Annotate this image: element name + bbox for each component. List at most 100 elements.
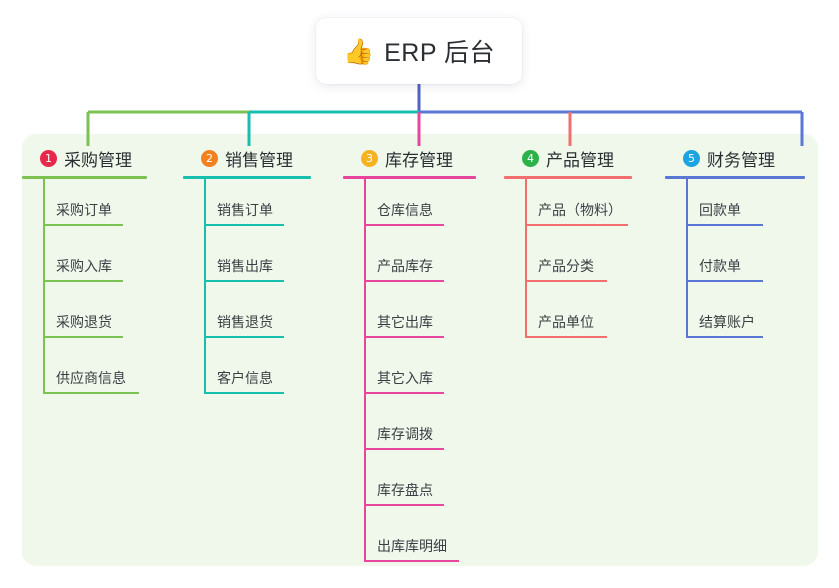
branch-item[interactable]: 产品（物料） bbox=[504, 179, 632, 235]
branch-item-rule bbox=[43, 392, 139, 394]
branch-trunk-line bbox=[686, 179, 688, 338]
branch-item-label: 产品（物料） bbox=[538, 202, 622, 218]
branch-item[interactable]: 结算账户 bbox=[665, 291, 805, 347]
branch-item-rule bbox=[525, 280, 607, 282]
branch-item-label: 产品库存 bbox=[377, 258, 433, 274]
branch-header-rule bbox=[183, 176, 311, 179]
branch-item-rule bbox=[204, 392, 284, 394]
branch-item[interactable]: 仓库信息 bbox=[343, 179, 476, 235]
branch-header-rule bbox=[504, 176, 632, 179]
branch-item-rule bbox=[525, 224, 628, 226]
branch-item-rule bbox=[204, 280, 284, 282]
branch-item-label: 销售订单 bbox=[217, 202, 273, 218]
branch-item-label: 结算账户 bbox=[699, 314, 755, 330]
branch-item-rule bbox=[43, 280, 123, 282]
branch-item-label: 出库库明细 bbox=[377, 538, 447, 554]
branch-item-list: 仓库信息产品库存其它出库其它入库库存调拨库存盘点出库库明细 bbox=[343, 179, 476, 571]
branch-number-badge: 4 bbox=[522, 149, 539, 167]
branch-item[interactable]: 采购退货 bbox=[22, 291, 147, 347]
branch-item-rule bbox=[364, 392, 444, 394]
branch-item-label: 客户信息 bbox=[217, 370, 273, 386]
branch-header-rule bbox=[665, 176, 805, 179]
branch-item-label: 产品单位 bbox=[538, 314, 594, 330]
branch-trunk-line bbox=[525, 179, 527, 338]
branch-item[interactable]: 其它出库 bbox=[343, 291, 476, 347]
branch-header-2[interactable]: 2 销售管理 bbox=[183, 146, 311, 170]
branch-number-badge: 2 bbox=[201, 149, 218, 167]
branch-item-label: 其它入库 bbox=[377, 370, 433, 386]
branch-item-rule bbox=[364, 336, 444, 338]
branch-item-rule bbox=[43, 224, 123, 226]
branch-title: 库存管理 bbox=[385, 150, 453, 170]
branch-item[interactable]: 库存盘点 bbox=[343, 459, 476, 515]
branch-item-list: 销售订单销售出库销售退货客户信息 bbox=[183, 179, 311, 403]
branch-column-5: 5 财务管理回款单付款单结算账户 bbox=[665, 146, 805, 347]
branch-number-badge: 1 bbox=[40, 149, 57, 167]
branch-item[interactable]: 销售退货 bbox=[183, 291, 311, 347]
branch-item[interactable]: 库存调拨 bbox=[343, 403, 476, 459]
branch-item[interactable]: 回款单 bbox=[665, 179, 805, 235]
branch-item-rule bbox=[204, 336, 284, 338]
branch-item-rule bbox=[686, 280, 763, 282]
branch-item-label: 销售退货 bbox=[217, 314, 273, 330]
branch-item-list: 回款单付款单结算账户 bbox=[665, 179, 805, 347]
branch-item-label: 付款单 bbox=[699, 258, 741, 274]
branch-item-rule bbox=[686, 224, 763, 226]
branch-header-rule bbox=[22, 176, 147, 179]
branch-item-rule bbox=[686, 336, 763, 338]
branch-header-1[interactable]: 1 采购管理 bbox=[22, 146, 147, 170]
branch-item-rule bbox=[525, 336, 607, 338]
branch-item[interactable]: 客户信息 bbox=[183, 347, 311, 403]
branch-item-rule bbox=[364, 280, 444, 282]
branch-item[interactable]: 出库库明细 bbox=[343, 515, 476, 571]
branch-header-rule bbox=[343, 176, 476, 179]
branch-title: 销售管理 bbox=[225, 150, 293, 170]
thumbs-up-icon: 👍 bbox=[342, 37, 375, 66]
branch-item[interactable]: 产品分类 bbox=[504, 235, 632, 291]
branch-item-label: 销售出库 bbox=[217, 258, 273, 274]
branch-item-label: 采购入库 bbox=[56, 258, 112, 274]
branch-title: 财务管理 bbox=[707, 150, 775, 170]
branch-item[interactable]: 销售出库 bbox=[183, 235, 311, 291]
branch-header-4[interactable]: 4 产品管理 bbox=[504, 146, 632, 170]
branch-item-label: 产品分类 bbox=[538, 258, 594, 274]
branch-item-rule bbox=[364, 448, 444, 450]
branch-item-rule bbox=[364, 504, 444, 506]
branch-column-1: 1 采购管理采购订单采购入库采购退货供应商信息 bbox=[22, 146, 147, 403]
branch-item[interactable]: 产品库存 bbox=[343, 235, 476, 291]
branch-item-list: 产品（物料） 产品分类产品单位 bbox=[504, 179, 632, 347]
root-node[interactable]: 👍 ERP 后台 bbox=[316, 18, 522, 84]
branch-item-label: 库存盘点 bbox=[377, 482, 433, 498]
branch-item-label: 回款单 bbox=[699, 202, 741, 218]
branch-item-label: 其它出库 bbox=[377, 314, 433, 330]
branch-item-label: 采购订单 bbox=[56, 202, 112, 218]
branch-item-label: 供应商信息 bbox=[56, 370, 126, 386]
branch-item-list: 采购订单采购入库采购退货供应商信息 bbox=[22, 179, 147, 403]
branch-item-rule bbox=[43, 336, 123, 338]
branch-item[interactable]: 其它入库 bbox=[343, 347, 476, 403]
branch-item-rule bbox=[204, 224, 284, 226]
branch-item-rule bbox=[364, 560, 459, 562]
branch-trunk-line bbox=[204, 179, 206, 394]
branch-trunk-line bbox=[43, 179, 45, 394]
branch-item-rule bbox=[364, 224, 444, 226]
branch-number-badge: 5 bbox=[683, 149, 700, 167]
branch-item[interactable]: 采购订单 bbox=[22, 179, 147, 235]
branch-item-label: 仓库信息 bbox=[377, 202, 433, 218]
branch-title: 产品管理 bbox=[546, 150, 614, 170]
branch-column-2: 2 销售管理销售订单销售出库销售退货客户信息 bbox=[183, 146, 311, 403]
branch-header-5[interactable]: 5 财务管理 bbox=[665, 146, 805, 170]
branch-item[interactable]: 销售订单 bbox=[183, 179, 311, 235]
branch-item[interactable]: 供应商信息 bbox=[22, 347, 147, 403]
branch-column-4: 4 产品管理产品（物料） 产品分类产品单位 bbox=[504, 146, 632, 347]
branch-item[interactable]: 采购入库 bbox=[22, 235, 147, 291]
branch-item[interactable]: 付款单 bbox=[665, 235, 805, 291]
branch-item-label: 库存调拨 bbox=[377, 426, 433, 442]
branch-title: 采购管理 bbox=[64, 150, 132, 170]
branch-trunk-line bbox=[364, 179, 366, 562]
root-title: ERP 后台 bbox=[384, 39, 496, 67]
branch-item[interactable]: 产品单位 bbox=[504, 291, 632, 347]
